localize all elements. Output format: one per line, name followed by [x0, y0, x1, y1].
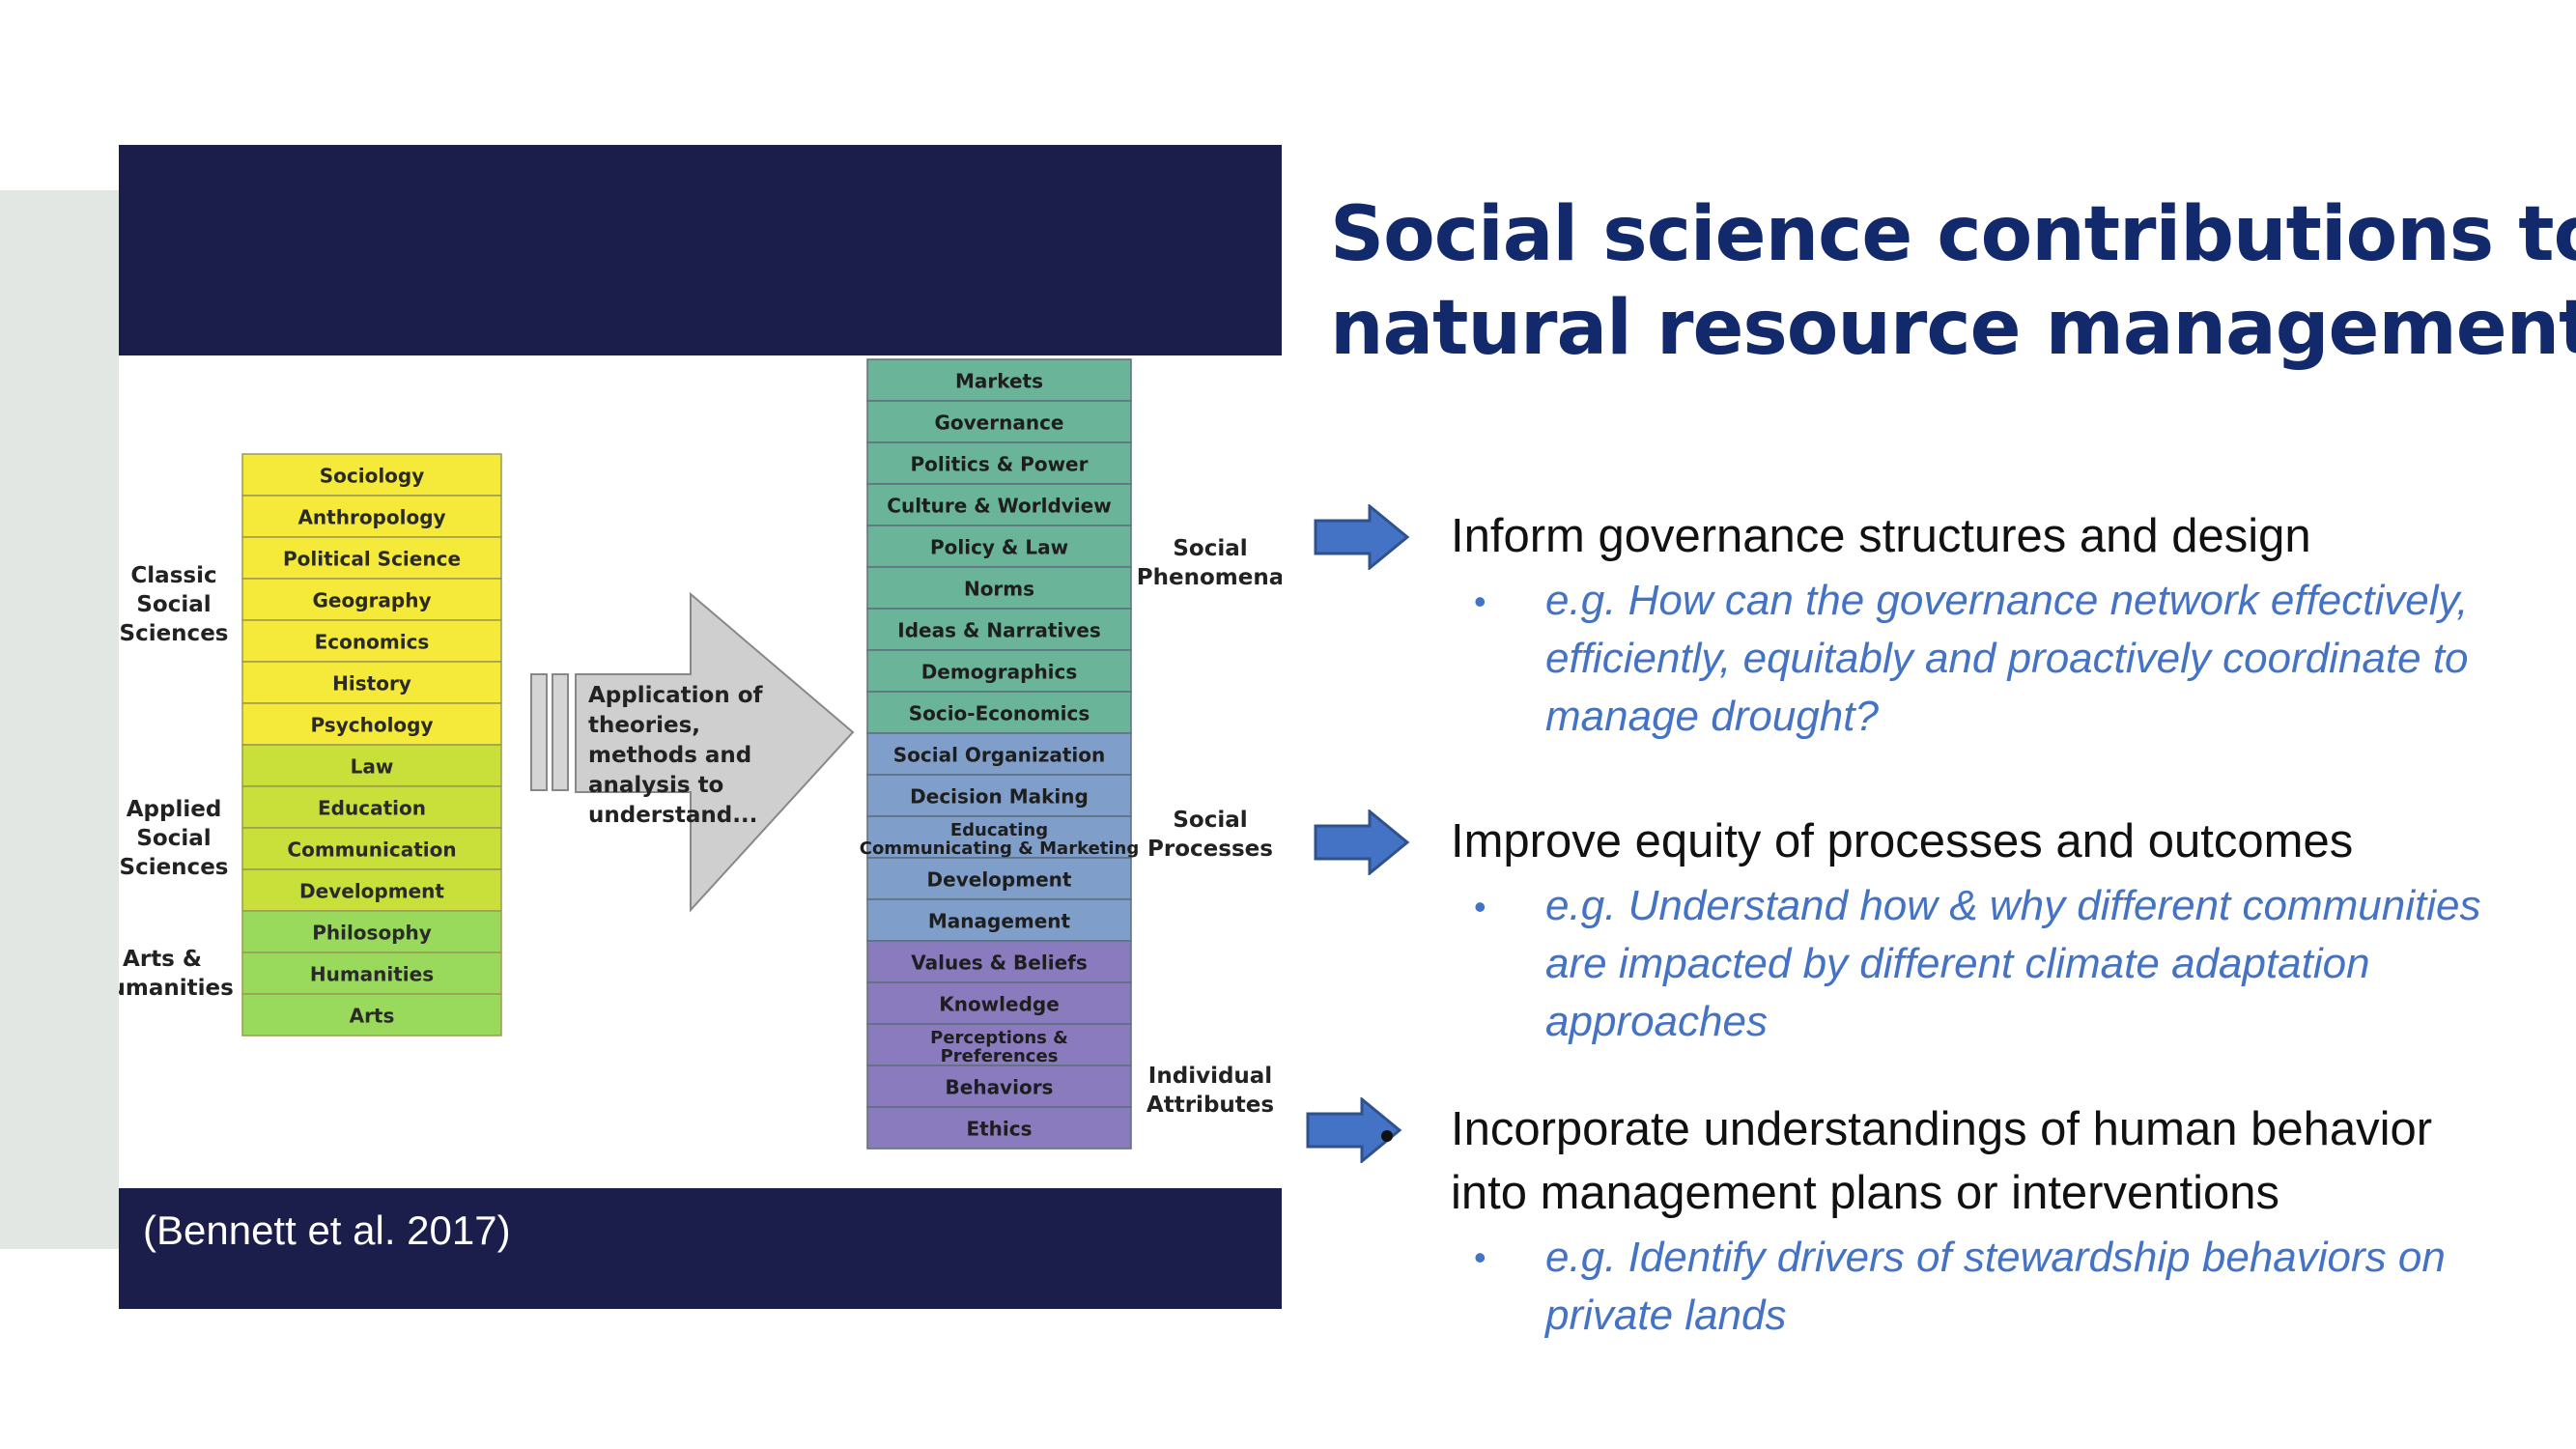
- discipline-label: Philosophy: [312, 922, 432, 945]
- discipline-label: Communication: [287, 838, 456, 862]
- topic-label: Perceptions &Preferences: [930, 1028, 1068, 1066]
- topic-label: Values & Beliefs: [911, 952, 1088, 975]
- discipline-label: Economics: [315, 631, 430, 654]
- topic-cell: [866, 857, 1132, 900]
- topic-cell: [866, 608, 1132, 651]
- topic-label: Social Organization: [893, 744, 1105, 767]
- discipline-label: Psychology: [310, 714, 433, 737]
- topic-label: Markets: [955, 370, 1043, 393]
- discipline-cell: [241, 785, 502, 829]
- point-heading: Improve equity of processes and outcomes: [1451, 815, 2354, 867]
- topic-label: Development: [927, 868, 1072, 892]
- discipline-cell: [241, 536, 502, 580]
- point-example: e.g. Identify drivers of stewardship beh…: [1545, 1234, 2446, 1339]
- discipline-cell: [241, 827, 502, 870]
- topic-cell: [866, 400, 1132, 443]
- topic-cell: [866, 1106, 1132, 1150]
- discipline-cell: [241, 910, 502, 953]
- title-line-1: Social science contributions to: [1330, 191, 2576, 278]
- topic-cell: [866, 441, 1132, 485]
- right-arrow-icon: [1306, 1097, 1402, 1163]
- topic-label: Norms: [964, 578, 1034, 601]
- topic-label: Politics & Power: [911, 453, 1089, 476]
- discipline-label: Humanities: [310, 963, 434, 986]
- point-example: e.g. Understand how & why different comm…: [1545, 882, 2481, 1045]
- topic-label: Ideas & Narratives: [897, 619, 1100, 642]
- discipline-cell: [241, 453, 502, 497]
- side-strip: [0, 190, 119, 1249]
- topic-cell: [866, 525, 1132, 568]
- discipline-label: Geography: [313, 589, 432, 612]
- topic-label: Culture & Worldview: [887, 495, 1111, 518]
- figure-bottom-band: [119, 1188, 1282, 1309]
- discipline-cell: [241, 744, 502, 787]
- discipline-label: Political Science: [283, 548, 461, 571]
- topic-label: Decision Making: [910, 785, 1089, 809]
- topic-cell: [866, 358, 1132, 402]
- slide-title: Social science contributions to natural …: [1330, 188, 2576, 376]
- topic-cell: [866, 940, 1132, 983]
- bullet-dot: [1381, 1130, 1393, 1142]
- topic-label: Behaviors: [946, 1076, 1054, 1099]
- right-arrow-icon: [1314, 504, 1410, 570]
- topic-cell: [866, 898, 1132, 942]
- topic-label: Governance: [934, 412, 1063, 435]
- topic-label: Ethics: [966, 1118, 1032, 1141]
- discipline-cell: [241, 702, 502, 746]
- bullet-marker: •: [1474, 887, 1486, 926]
- bullet-marker: •: [1474, 582, 1486, 621]
- topic-label: Management: [928, 910, 1071, 933]
- topic-cell: [866, 691, 1132, 734]
- topic-label: Demographics: [921, 661, 1078, 684]
- discipline-label: History: [332, 672, 411, 696]
- discipline-label: Education: [318, 797, 426, 820]
- topic-cell: [866, 815, 1132, 859]
- point-heading: Incorporate understandings of human beha…: [1451, 1103, 2433, 1219]
- topic-cell: [866, 774, 1132, 817]
- discipline-label: Arts: [350, 1005, 395, 1028]
- discipline-cell: [241, 495, 502, 538]
- point-heading: Inform governance structures and design: [1451, 510, 2311, 562]
- discipline-label: Sociology: [320, 465, 425, 488]
- discipline-cell: [241, 952, 502, 995]
- discipline-cell: [241, 993, 502, 1037]
- figure-top-band: [119, 145, 1282, 355]
- left-group-label: Arts &Humanities: [119, 947, 234, 1001]
- topic-cell: [866, 566, 1132, 610]
- topic-label: Policy & Law: [930, 536, 1068, 559]
- title-line-2: natural resource management: [1330, 285, 2576, 372]
- figure-caption: (Bennett et al. 2017): [143, 1208, 511, 1253]
- topic-label: Knowledge: [939, 993, 1060, 1016]
- bullet-marker: •: [1474, 1237, 1486, 1277]
- point-example: e.g. How can the governance network effe…: [1545, 577, 2469, 740]
- discipline-label: Development: [299, 880, 444, 903]
- topic-cell: [866, 483, 1132, 526]
- topic-cell: [866, 649, 1132, 693]
- topic-label: Socio-Economics: [909, 702, 1090, 725]
- discipline-label: Law: [351, 755, 394, 779]
- discipline-label: Anthropology: [297, 506, 445, 529]
- right-arrow-icon: [1314, 810, 1410, 875]
